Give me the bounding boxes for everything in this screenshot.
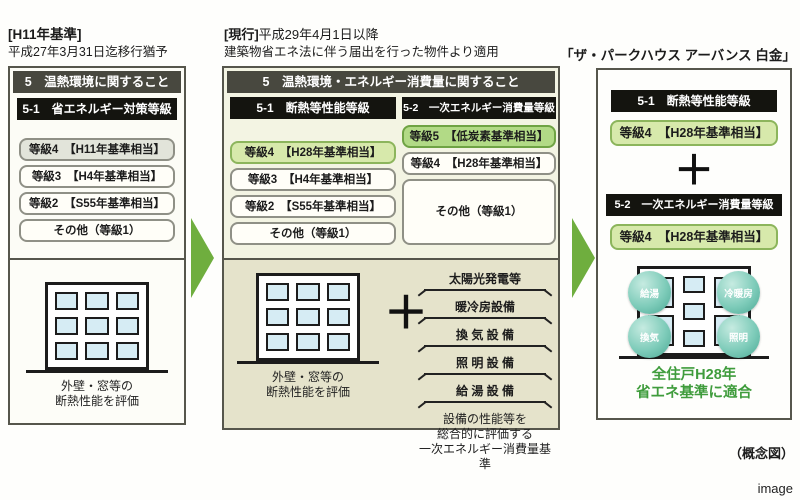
h11-caption-line2: 断熱性能を評価 — [54, 394, 139, 408]
insulation-caption-line1: 外壁・窓等の — [271, 370, 344, 384]
window — [266, 333, 290, 351]
insulation-column: 5-1 断熱等性能等級 等級4 【H28年基準相当】 等級3 【H4年基準相当】… — [230, 97, 396, 249]
image-watermark: image — [757, 481, 793, 496]
window — [326, 333, 350, 351]
ground-line — [237, 361, 379, 364]
hot-water-circle: 給湯 — [628, 271, 671, 314]
h11-panel: 5 温熱環境に関すること 5-1 省エネルギー対策等級 等級4 【H11年基準相… — [8, 66, 186, 425]
grade-row: 等級2 【S55年基準相当】 — [19, 192, 175, 215]
window — [115, 317, 139, 335]
property-sec1-grade: 等級4 【H28年基準相当】 — [610, 120, 778, 146]
window — [296, 283, 320, 301]
grade-row: その他（等級1） — [402, 179, 556, 245]
col2-header: 5-2 一次エネルギー消費量等級 — [402, 97, 556, 119]
window — [85, 317, 109, 335]
grade-row: 等級5 【低炭素基準相当】 — [402, 125, 556, 148]
grade-row: 等級2 【S55年基準相当】 — [230, 195, 396, 218]
circle-label: 給湯 — [639, 288, 659, 300]
grade-row: 等級3 【H4年基準相当】 — [19, 165, 175, 188]
equipment-list: 太陽光発電等 暖冷房設備 換 気 設 備 照 明 設 備 給 湯 設 備 設備の… — [418, 268, 552, 472]
current-evaluation-area: 外壁・窓等の 断熱性能を評価 ＋ 太陽光発電等 暖冷房設備 換 気 設 備 照 … — [224, 258, 558, 471]
insulation-caption-line2: 断熱性能を評価 — [265, 385, 350, 399]
concept-figure-note: （概念図） — [728, 446, 794, 461]
property-name-title: 「ザ・パークハウス アーバンス 白金」 — [560, 48, 796, 63]
h11-standard-subtitle: 平成27年3月31日迄移行猶予 — [8, 45, 168, 59]
window — [326, 308, 350, 326]
equipment-item: 太陽光発電等 — [424, 268, 546, 291]
energy-caption-line3: 一次エネルギー消費量基準 — [418, 442, 551, 471]
window — [683, 276, 705, 293]
circle-label: 換気 — [639, 332, 659, 344]
building-windows — [45, 282, 149, 370]
current-standard-subtitle: 建築物省エネ法に伴う届出を行った物件より適用 — [224, 45, 499, 59]
building-icon — [10, 260, 184, 373]
col1-header: 5-1 断熱等性能等級 — [230, 97, 396, 119]
ground-line — [619, 356, 769, 359]
property-sec2-header: 5-2 一次エネルギー消費量等級 — [606, 194, 782, 216]
ventilation-circle: 換気 — [628, 315, 671, 358]
window — [115, 342, 139, 360]
window — [85, 292, 109, 310]
current-standard-title: [現行]平成29年4月1日以降 — [224, 26, 379, 43]
building-equipment-icon: 給湯 冷暖房 換気 照明 — [598, 266, 790, 359]
window — [85, 342, 109, 360]
grade-row: 等級4 【H28年基準相当】 — [230, 141, 396, 164]
equipment-item: 暖冷房設備 — [424, 296, 546, 319]
window — [55, 317, 79, 335]
grade-row: 等級4 【H11年基準相当】 — [19, 138, 175, 161]
grade-row: その他（等級1） — [230, 222, 396, 245]
h11-standard-title: [H11年基準] — [8, 27, 82, 42]
equipment-item: 給 湯 設 備 — [424, 380, 546, 403]
circle-label: 冷暖房 — [724, 288, 753, 300]
property-sec2-grade: 等級4 【H28年基準相当】 — [610, 224, 778, 250]
grade-row: 等級4 【H28年基準相当】 — [402, 152, 556, 175]
arrow-right-icon — [572, 218, 595, 298]
h11-sub-header: 5-1 省エネルギー対策等級 — [17, 98, 177, 120]
grade-row: その他（等級1） — [19, 219, 175, 242]
window — [683, 303, 705, 320]
h11-evaluation-area: 外壁・窓等の 断熱性能を評価 — [10, 258, 184, 423]
window — [266, 283, 290, 301]
window — [55, 342, 79, 360]
current-date: 平成29年4月1日以降 — [258, 27, 379, 42]
energy-caption-line2: 総合的に評価する — [436, 427, 533, 441]
property-sec1-header: 5-1 断熱等性能等級 — [611, 90, 777, 112]
window — [115, 292, 139, 310]
h11-section-header: 5 温熱環境に関すること — [13, 71, 181, 93]
window — [266, 308, 290, 326]
circle-label: 照明 — [728, 332, 748, 344]
equipment-item: 換 気 設 備 — [424, 324, 546, 347]
plus-icon: ＋ — [384, 289, 428, 338]
building-icon: 外壁・窓等の 断熱性能を評価 — [237, 273, 379, 400]
building-windows: 給湯 冷暖房 換気 照明 — [628, 266, 760, 358]
arrow-right-icon — [191, 218, 214, 298]
window — [683, 330, 705, 347]
energy-column: 5-2 一次エネルギー消費量等級 等級5 【低炭素基準相当】 等級4 【H28年… — [402, 97, 556, 249]
property-caption-line1: 全住戸H28年 — [651, 367, 737, 383]
ground-line — [26, 370, 168, 373]
equipment-item: 照 明 設 備 — [424, 352, 546, 375]
energy-caption-line1: 設備の性能等を — [442, 412, 527, 426]
grade-row: 等級3 【H4年基準相当】 — [230, 168, 396, 191]
property-caption-line2: 省エネ基準に適合 — [636, 385, 752, 401]
heating-cooling-circle: 冷暖房 — [717, 271, 760, 314]
window — [326, 283, 350, 301]
building-windows — [256, 273, 360, 361]
property-panel: 5-1 断熱等性能等級 等級4 【H28年基準相当】 ＋ 5-2 一次エネルギー… — [596, 68, 792, 420]
window — [296, 308, 320, 326]
lighting-circle: 照明 — [717, 315, 760, 358]
current-section-header: 5 温熱環境・エネルギー消費量に関すること — [227, 71, 555, 93]
plus-icon: ＋ — [674, 149, 714, 193]
h11-caption-line1: 外壁・窓等の — [60, 379, 133, 393]
window — [55, 292, 79, 310]
current-label: [現行] — [224, 27, 259, 42]
window — [296, 333, 320, 351]
current-panel: 5 温熱環境・エネルギー消費量に関すること 5-1 断熱等性能等級 等級4 【H… — [222, 66, 560, 471]
